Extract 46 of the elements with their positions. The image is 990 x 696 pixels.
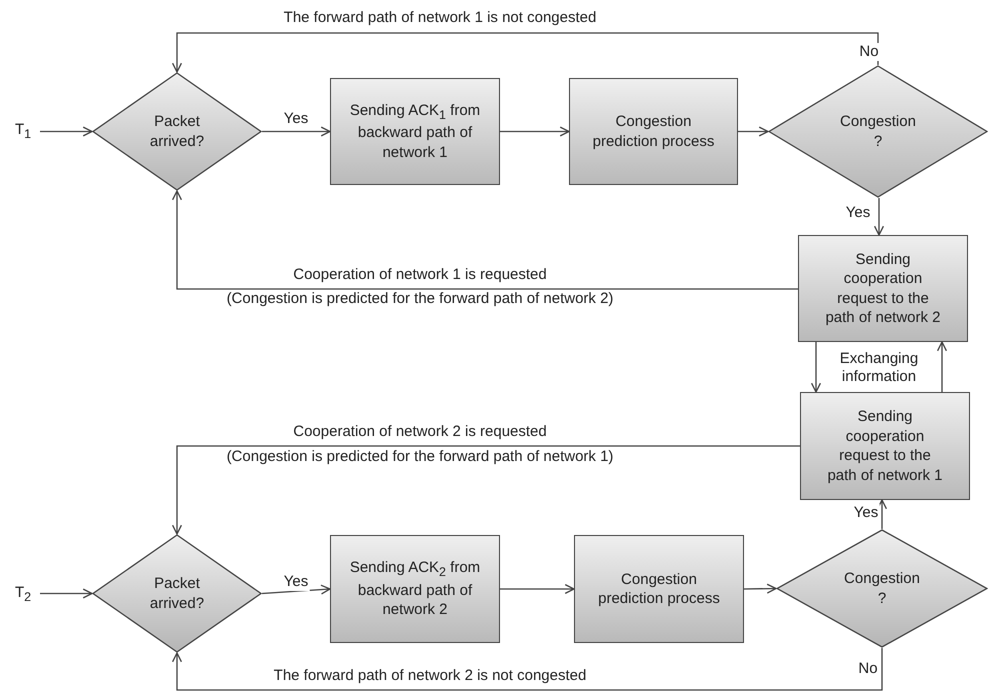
process-box	[330, 535, 500, 643]
arrow	[172, 32, 879, 73]
process-box	[569, 78, 738, 185]
edge-label: Yes	[282, 573, 310, 591]
node-text: Congestion ?	[843, 569, 921, 608]
decision-diamond	[768, 65, 988, 198]
arrow	[810, 342, 822, 393]
arrow	[936, 341, 948, 392]
node-text: Packet arrived?	[148, 112, 206, 151]
annotation-text: (Congestion is predicted for the forward path of network 2)	[224, 290, 616, 308]
arrow	[876, 499, 888, 529]
annotation-text: (Congestion is predicted for the forward path of network 1)	[224, 448, 616, 466]
arrow	[500, 584, 575, 594]
arrow	[172, 445, 800, 535]
arrow	[500, 126, 570, 137]
arrow	[40, 126, 93, 137]
arrow	[738, 126, 769, 137]
edge-label: Cooperation of network 1 is requested	[291, 266, 549, 284]
arrow	[262, 126, 331, 137]
node-text: Sending cooperation request to the path of network 2	[824, 250, 942, 328]
arrow	[40, 588, 93, 599]
arrow	[744, 584, 777, 594]
decision-diamond	[776, 529, 988, 648]
input-label: T$_{1}$	[14, 120, 32, 142]
arrow	[874, 198, 884, 236]
input-label: T$_{2}$	[14, 582, 32, 606]
node-text: Sending ACK$_{1}$ from backward path of network 1	[348, 100, 482, 162]
annotation-text: Exchanging information	[838, 350, 920, 386]
process-box	[798, 235, 968, 342]
edge-label: Cooperation of network 2 is requested	[291, 423, 549, 441]
arrow	[172, 190, 798, 290]
node-text: Sending ACK$_{2}$ from backward path of network 2	[348, 558, 482, 620]
node-text: Congestion ?	[839, 112, 917, 151]
node-text: Sending cooperation request to the path of network 1	[826, 407, 944, 485]
decision-diamond	[92, 72, 262, 191]
node-text: Congestion prediction process	[592, 112, 716, 151]
arrow	[262, 584, 331, 595]
process-box	[800, 392, 970, 500]
edge-label: The forward path of network 2 is not congested	[272, 667, 588, 685]
arrow	[172, 648, 883, 691]
node-text: Congestion prediction process	[597, 570, 721, 608]
process-box	[330, 78, 500, 185]
process-box	[574, 535, 744, 643]
node-text: Packet arrived?	[148, 574, 206, 613]
decision-diamond	[92, 534, 262, 653]
edge-label: The forward path of network 1 is not congested	[282, 9, 598, 27]
